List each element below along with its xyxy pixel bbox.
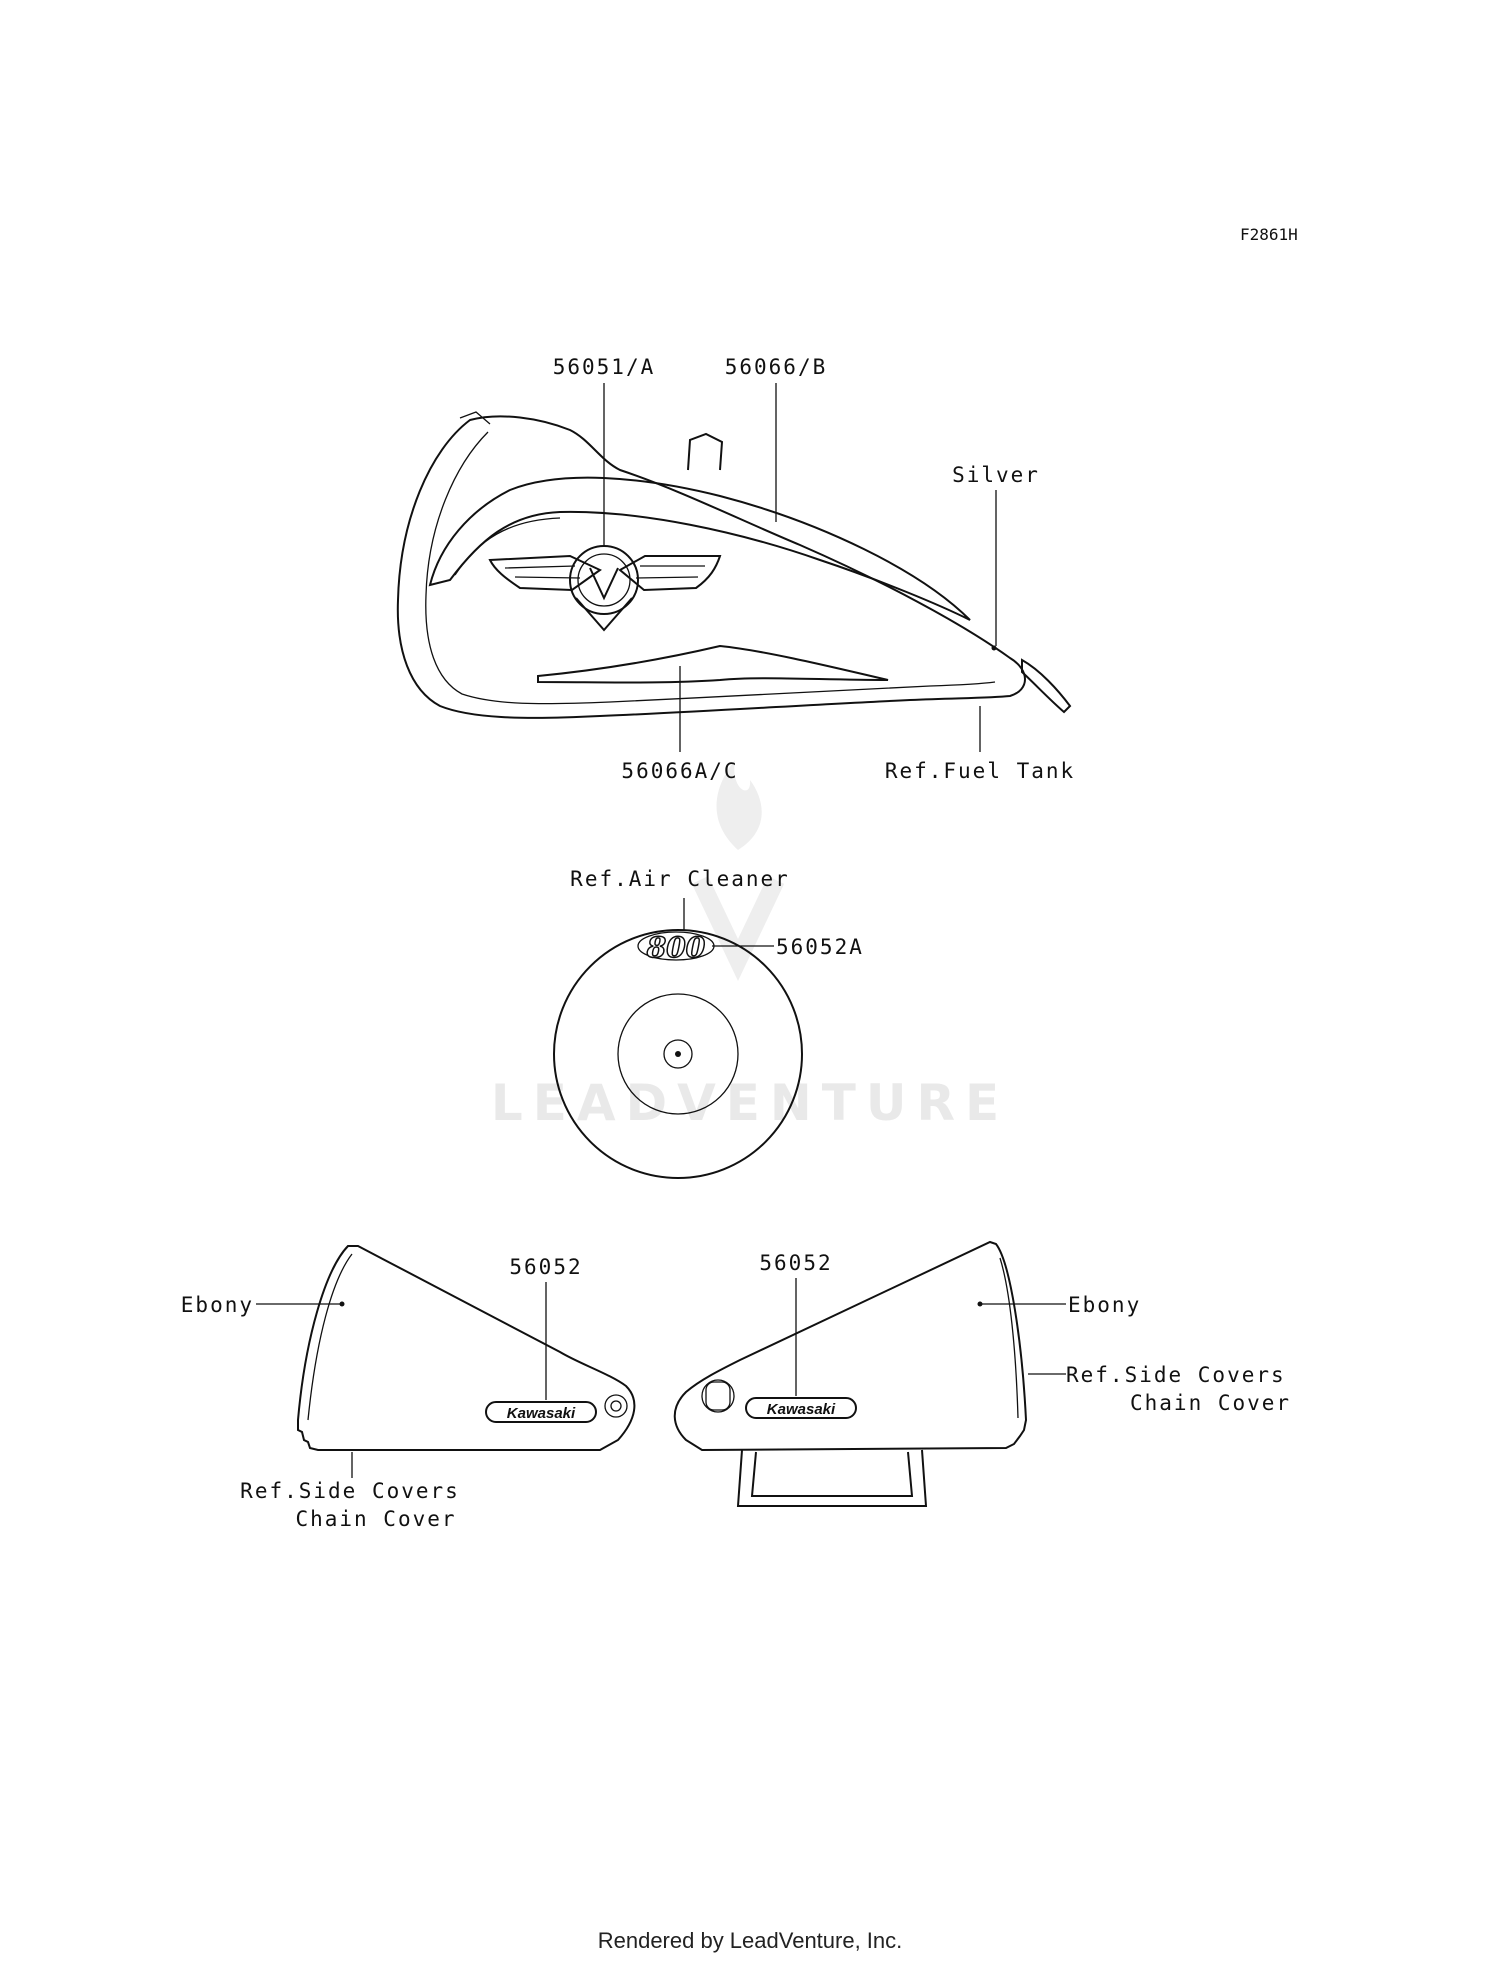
label-ref-air-cleaner: Ref.Air Cleaner [570, 867, 790, 891]
side-cover-right-group: Kawasaki Ebony 56052 Ref.Side Covers Cha… [673, 1240, 1291, 1507]
air-cleaner-inner-ring [617, 993, 739, 1115]
label-56052a: 56052A [776, 935, 864, 959]
filler-cap [687, 432, 724, 471]
tank-rear-tab [1021, 658, 1072, 714]
air-cleaner-group: 800 Ref.Air Cleaner 56052A [553, 867, 864, 1179]
footer-credit: Rendered by LeadVenture, Inc. [598, 1928, 903, 1953]
side-cover-left-outline [297, 1245, 636, 1451]
label-ebony-right: Ebony [1068, 1293, 1141, 1317]
fuel-tank-inner-outline [425, 431, 996, 705]
side-cover-right-bracket [736, 1449, 928, 1507]
side-cover-right-inner [999, 1257, 1019, 1419]
stripe-56066b [428, 476, 971, 621]
tank-mount-front [459, 411, 491, 425]
label-56052-left: 56052 [509, 1255, 582, 1279]
leadventure-logo-icon [691, 876, 785, 981]
fuel-tank-group: 56051/A 56066/B Silver 56066A/C Ref.Fuel… [396, 355, 1075, 783]
flame-icon [716, 760, 762, 850]
label-56051a: 56051/A [553, 355, 656, 379]
800-emblem: 800 [646, 931, 706, 964]
air-cleaner-bolt [663, 1039, 693, 1069]
fuel-tank-outline [396, 415, 1026, 719]
stripe-56066b-inner [454, 517, 561, 576]
label-ref-side-left-1: Ref.Side Covers [240, 1479, 460, 1503]
label-ref-fuel-tank: Ref.Fuel Tank [885, 759, 1075, 783]
label-ref-side-right-2: Chain Cover [1130, 1391, 1291, 1415]
figure-id: F2861H [1240, 225, 1298, 244]
kawasaki-badge-left [485, 1401, 597, 1423]
label-ref-side-right-1: Ref.Side Covers [1066, 1363, 1286, 1387]
kawasaki-badge-right-text: Kawasaki [767, 1401, 836, 1418]
side-cover-right-grommet [705, 1381, 731, 1411]
kawasaki-badge-left-text: Kawasaki [507, 1405, 576, 1422]
stripe-56066a [537, 644, 889, 684]
label-ref-side-left-2: Chain Cover [295, 1507, 456, 1531]
watermark-text: LEADVENTURE [491, 1074, 1009, 1132]
side-cover-left-group: Kawasaki Ebony 56052 Ref.Side Covers Cha… [181, 1245, 636, 1531]
side-cover-right-outline [673, 1240, 1028, 1452]
side-cover-left-inner [307, 1253, 353, 1421]
air-cleaner-cover [553, 929, 803, 1179]
side-cover-left-grommet [604, 1394, 628, 1418]
v-wing-emblem [488, 545, 722, 632]
label-56066b: 56066/B [725, 355, 828, 379]
kawasaki-badge-right [745, 1397, 857, 1419]
label-56052-right: 56052 [759, 1251, 832, 1275]
silver-dot [991, 645, 997, 651]
label-56066a-c: 56066A/C [621, 759, 738, 783]
label-silver: Silver [952, 463, 1040, 487]
label-ebony-left: Ebony [181, 1293, 254, 1317]
